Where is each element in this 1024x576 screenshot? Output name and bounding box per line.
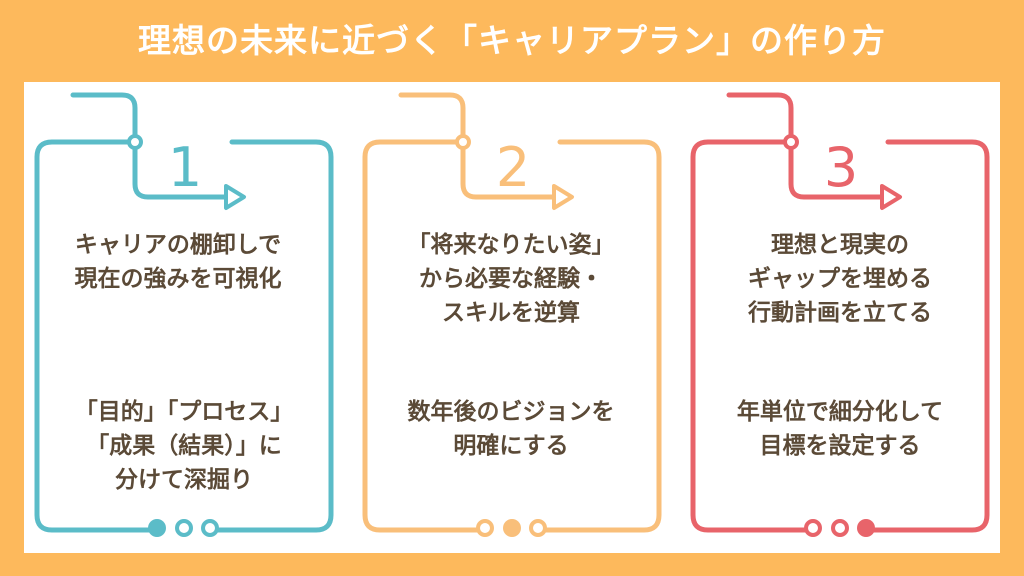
progress-dot-icon [857, 519, 875, 537]
progress-dot-icon [831, 519, 849, 537]
content-panel [24, 82, 1000, 553]
page-title: 理想の未来に近づく「キャリアプラン」の作り方 [138, 21, 886, 60]
card-2-hook-arrow [398, 92, 557, 200]
step-1-sub-text: 「目的」「プロセス」 「成果（結果）」に 分けて深掘り [74, 399, 294, 493]
step-3-number: 3 [824, 136, 858, 199]
progress-dot-icon [148, 519, 166, 537]
step-1-main-text: キャリアの棚卸しで 現在の強みを可視化 [74, 232, 282, 292]
connector-dot-icon [783, 134, 799, 150]
step-2-main-text: 「将来なりたい姿」 から必要な経験・ スキルを逆算 [407, 232, 615, 326]
connector-dot-icon [127, 134, 143, 150]
progress-dot-icon [201, 519, 219, 537]
arrow-head-icon [552, 184, 574, 210]
progress-dot-icon [529, 519, 547, 537]
card-1-border [34, 139, 334, 533]
step-3-sub-text: 年単位で細分化して 目標を設定する [736, 399, 944, 459]
arrow-head-icon [880, 184, 902, 210]
step-3-main-text: 理想と現実の ギャップを埋める 行動計画を立てる [748, 232, 932, 326]
connector-dot-icon [455, 134, 471, 150]
progress-dot-icon [804, 519, 822, 537]
step-2-number: 2 [496, 136, 530, 199]
arrow-head-icon [224, 184, 246, 210]
progress-dot-icon [476, 519, 494, 537]
card-1-hook-arrow [70, 92, 229, 200]
step-1-number: 1 [168, 136, 202, 199]
card-3-hook-arrow [726, 92, 885, 200]
card-3-border [690, 139, 990, 533]
card-2-border [362, 139, 662, 533]
progress-dot-icon [175, 519, 193, 537]
progress-dot-icon [503, 519, 521, 537]
step-2-sub-text: 数年後のビジョンを 明確にする [407, 399, 615, 459]
